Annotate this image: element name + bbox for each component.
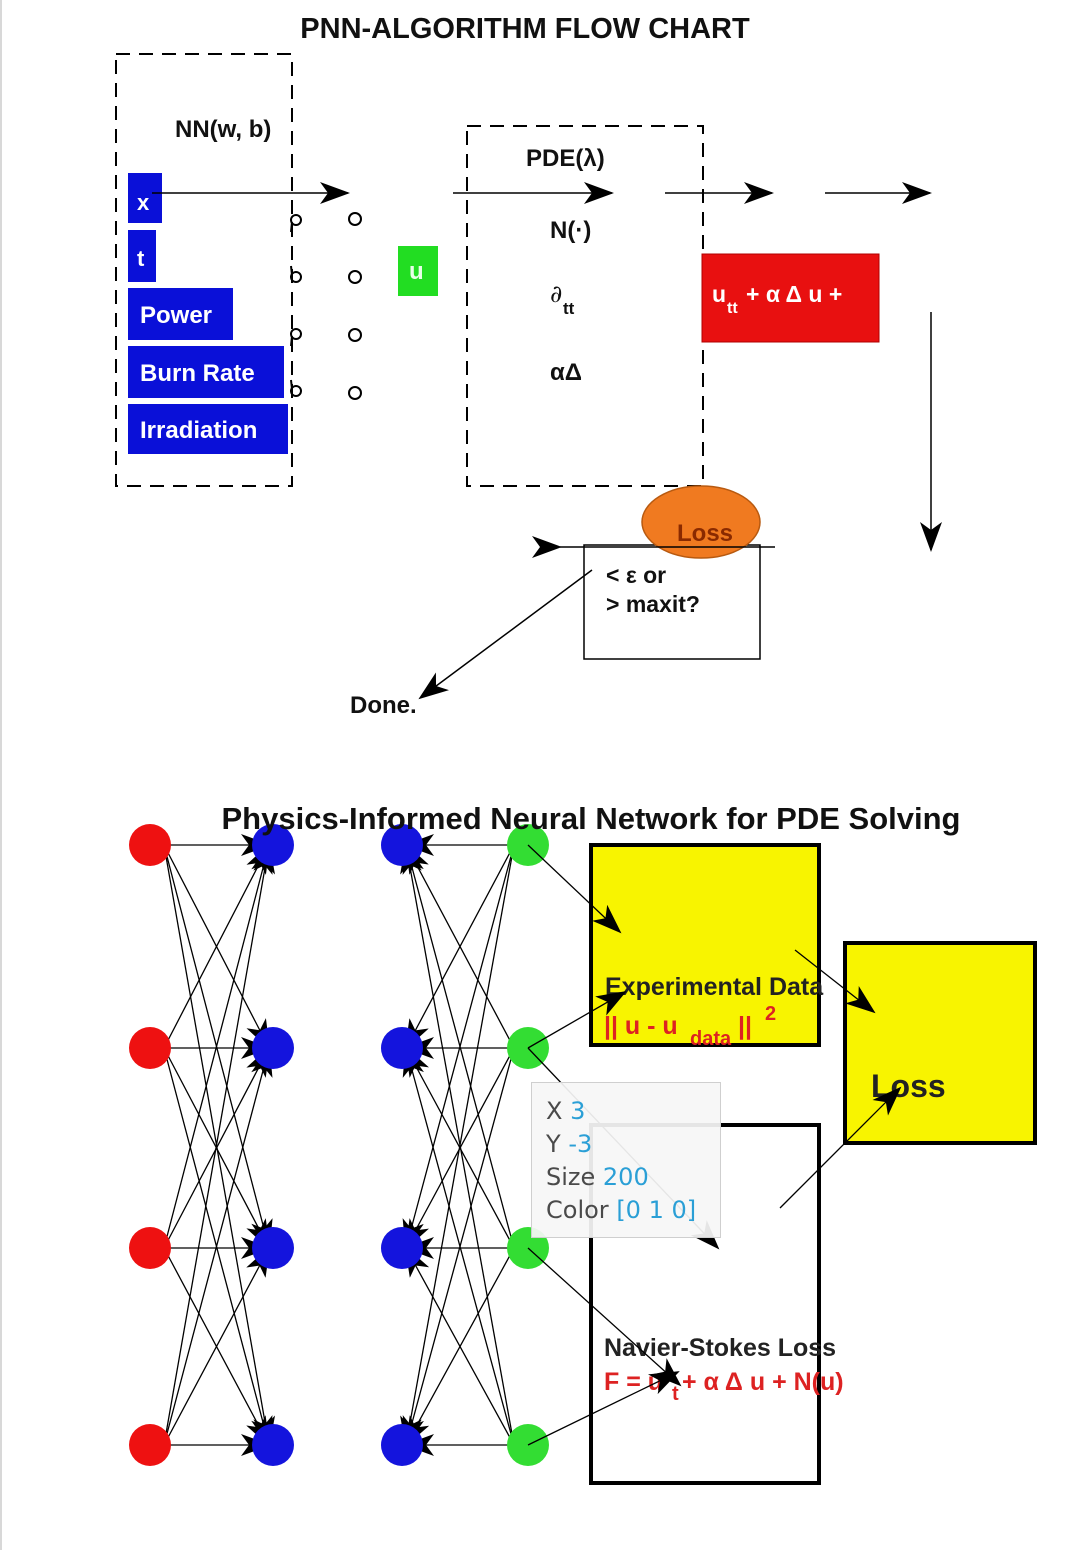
pde-op-partial-sub: tt	[563, 299, 575, 318]
input-box-burn-rate	[128, 346, 284, 398]
flowchart-title: PNN-ALGORITHM FLOW CHART	[300, 13, 750, 45]
network-nodes	[129, 824, 549, 1466]
residual-box	[701, 253, 880, 343]
datatip-tooltip: X 3 Y -3 Size 200 Color [0 1 0]	[531, 1082, 721, 1238]
edge-input-hidden	[163, 843, 270, 1049]
node-input-0	[129, 824, 171, 866]
flow-arrows-top	[152, 182, 942, 552]
experimental-formula-b: ||	[738, 1012, 752, 1040]
experimental-data-title: Experimental Data	[605, 973, 824, 1001]
edge-output-hidden	[402, 1046, 515, 1446]
tooltip-row-color: Color [0 1 0]	[546, 1194, 720, 1227]
node-hidden-a-1	[252, 1027, 294, 1069]
tooltip-row-x: X 3	[546, 1095, 720, 1128]
pde-label: PDE(λ)	[526, 145, 605, 172]
loss-box	[843, 941, 1037, 1145]
input-box-x	[128, 173, 162, 223]
experimental-formula-a: || u - u	[604, 1012, 678, 1040]
network-title: Physics-Informed Neural Network for PDE …	[222, 801, 961, 836]
residual-rest: + α Δ u +	[746, 281, 842, 307]
tooltip-size-label: Size	[546, 1163, 596, 1191]
tooltip-row-size: Size 200	[546, 1161, 720, 1194]
edge-output-hidden	[405, 843, 515, 1049]
input-label-x: x	[137, 190, 150, 215]
u-output-box	[398, 246, 438, 296]
input-label-power: Power	[140, 302, 212, 329]
edge-input-hidden	[163, 843, 276, 1446]
navier-stokes-formula-a: F = u	[604, 1368, 663, 1396]
residual-sub: tt	[727, 300, 738, 317]
input-label-burn-rate: Burn Rate	[140, 360, 255, 387]
pde-op-nonlinear: N(·)	[550, 217, 591, 244]
navier-stokes-title: Navier-Stokes Loss	[604, 1334, 836, 1362]
edge-output-hidden	[405, 1246, 515, 1446]
done-label: Done.	[350, 692, 417, 719]
hidden-layer-glyphs	[290, 212, 362, 400]
decision-line-2: > maxit?	[606, 591, 700, 617]
input-box-power	[128, 288, 233, 340]
done-arrow	[418, 569, 593, 700]
edge-output-hidden	[400, 843, 515, 1446]
u-output-label: u	[409, 258, 424, 285]
tooltip-color-value: [0 1 0]	[616, 1196, 697, 1224]
tooltip-color-label: Color	[546, 1196, 609, 1224]
tooltip-y-value: -3	[568, 1130, 593, 1158]
node-input-1	[129, 1027, 171, 1069]
network-edges	[163, 834, 515, 1456]
decision-line-1: < ε or	[606, 562, 666, 588]
node-input-2	[129, 1227, 171, 1269]
navier-stokes-formula-b: + α Δ u + N(u)	[682, 1368, 844, 1396]
edge-input-hidden	[163, 843, 273, 1249]
tooltip-row-y: Y -3	[546, 1128, 720, 1161]
pde-op-laplacian: αΔ	[550, 359, 582, 386]
tooltip-y-label: Y	[546, 1130, 561, 1158]
node-hidden-b-0	[381, 824, 423, 866]
input-boxes: x t Power Burn Rate Irradiation	[128, 173, 288, 454]
edge-input-hidden	[163, 1246, 270, 1446]
input-label-irradiation: Irradiation	[140, 417, 257, 444]
edge-input-hidden	[163, 1046, 273, 1446]
nn-label: NN(w, b)	[175, 116, 271, 143]
pde-op-partial: ∂	[550, 280, 562, 308]
experimental-data-box	[589, 843, 821, 1047]
tooltip-x-value: 3	[570, 1097, 586, 1125]
node-hidden-a-3	[252, 1424, 294, 1466]
input-box-irradiation	[128, 404, 288, 454]
node-hidden-a-2	[252, 1227, 294, 1269]
node-input-3	[129, 1424, 171, 1466]
navier-stokes-formula-sub: t	[672, 1383, 679, 1405]
loss-box-label: Loss	[871, 1068, 946, 1104]
tooltip-size-value: 200	[602, 1163, 649, 1191]
experimental-formula-sup: 2	[765, 1003, 776, 1025]
pde-dashed-box	[466, 125, 704, 487]
input-label-t: t	[137, 246, 145, 271]
loss-ellipse	[641, 485, 761, 559]
edge-output-hidden	[402, 843, 515, 1249]
tooltip-x-label: X	[546, 1097, 563, 1125]
node-hidden-b-1	[381, 1027, 423, 1069]
node-hidden-b-3	[381, 1424, 423, 1466]
residual-main: u	[712, 281, 726, 307]
loss-ellipse-label: Loss	[677, 520, 733, 547]
input-box-t	[128, 230, 156, 282]
node-hidden-b-2	[381, 1227, 423, 1269]
experimental-formula-sub: data	[690, 1028, 732, 1050]
node-hidden-a-0	[252, 824, 294, 866]
